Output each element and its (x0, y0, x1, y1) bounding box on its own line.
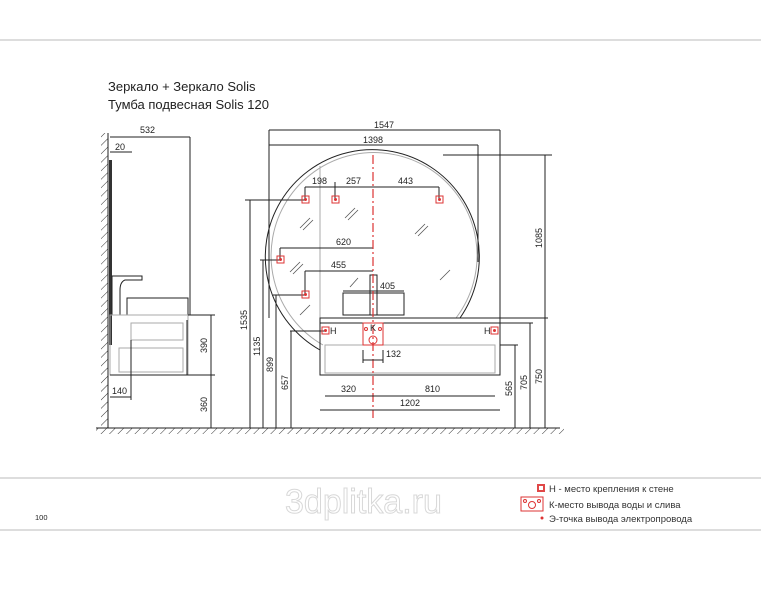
legend-item-wall-mount: Н - место крепления к стене (549, 484, 674, 495)
wall-mount-icon (276, 255, 285, 264)
legend-item-electric-point: Э-точка вывода электропровода (549, 514, 693, 525)
wall-mount-icon (301, 195, 310, 204)
dim-405: 405 (380, 281, 395, 291)
wall-mount-icon (435, 195, 444, 204)
dim-1135: 1135 (252, 337, 262, 356)
front-view: 1547 1398 1085 198 257 443 620 455 (239, 120, 552, 428)
page-number: 100 (35, 513, 48, 522)
wall-mount-icon (490, 326, 499, 335)
dim-1202: 1202 (400, 398, 420, 408)
dim-140: 140 (112, 386, 127, 396)
dim-810: 810 (425, 384, 440, 394)
basin (126, 297, 189, 316)
dim-455: 455 (331, 260, 346, 270)
dim-565: 565 (504, 381, 514, 396)
dim-20: 20 (115, 142, 125, 152)
dim-390: 390 (199, 338, 209, 353)
dim-750: 750 (534, 369, 544, 384)
legend: Н - место крепления к стене К-место выво… (520, 484, 693, 525)
floor-hatch (96, 428, 564, 434)
title-line-2: Тумба подвесная Solis 120 (108, 97, 269, 112)
mark-h-left: H (330, 326, 337, 336)
dim-1085: 1085 (534, 228, 544, 248)
dim-443: 443 (398, 176, 413, 186)
legend-item-water-outlet: К-место вывода воды и слива (549, 500, 681, 511)
dim-1535: 1535 (239, 310, 249, 330)
dim-198: 198 (312, 176, 327, 186)
wall-hatch (101, 133, 108, 428)
dim-320: 320 (341, 384, 356, 394)
mark-h-right: H (484, 326, 491, 336)
dim-532: 532 (140, 125, 155, 135)
dim-1398: 1398 (363, 135, 383, 145)
title-line-1: Зеркало + Зеркало Solis (108, 79, 256, 94)
side-view: 532 20 390 360 140 (109, 125, 215, 428)
wall-mount-icon (301, 290, 310, 299)
cabinet-side (109, 314, 189, 376)
water-outlet-icon (520, 496, 544, 512)
dim-257: 257 (346, 176, 361, 186)
mark-k: K (370, 323, 376, 333)
wall-mount-icon (331, 195, 340, 204)
dim-360: 360 (199, 397, 209, 412)
water-outlet-icon (362, 322, 384, 346)
dim-1547: 1547 (374, 120, 394, 130)
round-mirror (264, 149, 480, 351)
dim-705: 705 (519, 375, 529, 390)
wall-mount-icon (321, 326, 330, 335)
dim-657: 657 (280, 375, 290, 390)
electric-point-icon (540, 516, 544, 520)
faucet (111, 275, 143, 315)
dim-899: 899 (265, 357, 275, 372)
dim-132: 132 (386, 349, 401, 359)
dim-620: 620 (336, 237, 351, 247)
cabinet-front (319, 317, 501, 376)
watermark: 3dplitka.ru (285, 483, 442, 521)
wall-mount-markers (276, 195, 499, 346)
mirror-glare (289, 207, 451, 316)
